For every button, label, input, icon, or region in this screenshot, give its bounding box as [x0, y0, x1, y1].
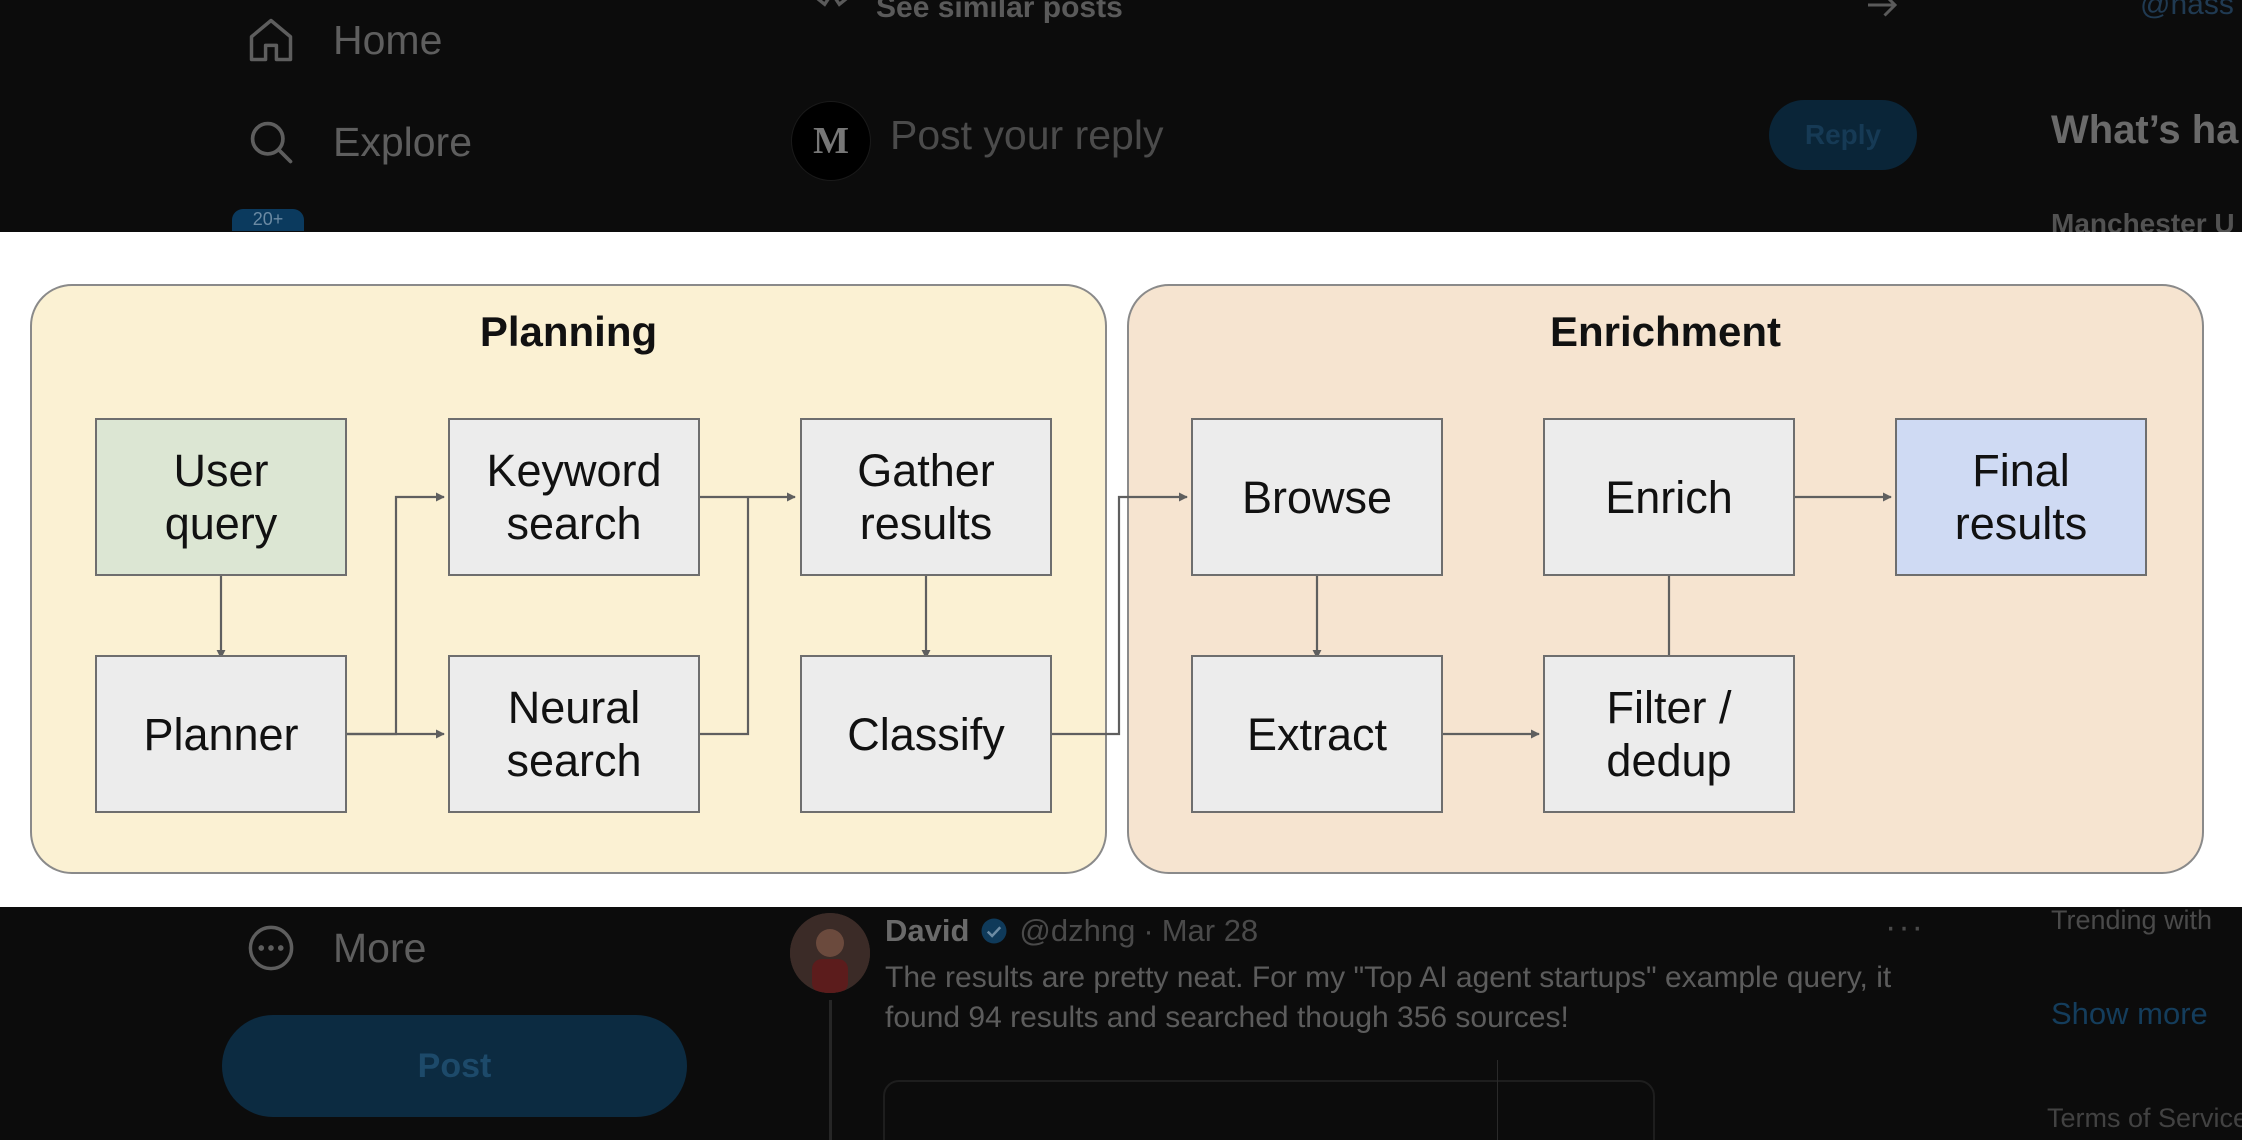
tweet-media-inner	[1497, 1060, 1653, 1140]
node-user-query: User query	[95, 418, 347, 576]
trending-with-label: Trending with	[2051, 905, 2213, 935]
edge-neural-gather	[700, 497, 750, 736]
sparkle-icon	[816, 0, 848, 7]
tweet-avatar[interactable]	[790, 913, 870, 993]
terms-of-service-link[interactable]: Terms of Service	[2047, 1103, 2242, 1133]
reply-input[interactable]: Post your reply	[890, 112, 1164, 158]
tweet-handle[interactable]: @dzhng	[1019, 913, 1136, 948]
see-similar-posts-label: See similar posts	[876, 0, 1123, 24]
edge-planner-keyword	[347, 492, 445, 736]
notification-badge: 20+	[232, 209, 304, 231]
node-browse: Browse	[1191, 418, 1443, 576]
node-keyword-search: Keyword search	[448, 418, 700, 576]
verified-badge-icon	[981, 918, 1007, 944]
diagram-connectors	[216, 460, 1892, 739]
reply-button[interactable]: Reply	[1769, 100, 1917, 170]
node-enrich: Enrich	[1543, 418, 1795, 576]
nav-label-more: More	[333, 924, 427, 971]
expanded-image[interactable]: Planning Enrichment	[0, 232, 2242, 907]
nav-label-home: Home	[333, 16, 443, 63]
tweet-author-name[interactable]: David	[885, 913, 970, 948]
enrichment-group-title: Enrichment	[1549, 308, 1782, 355]
whats-happening-heading: What’s ha	[2051, 108, 2239, 152]
edge-classify-browse	[1052, 492, 1188, 736]
nav-item-explore[interactable]: Explore	[245, 116, 472, 168]
pipeline-diagram: Planning Enrichment	[30, 284, 2210, 874]
tweet-header: David @dzhng · Mar 28	[885, 913, 1258, 949]
node-final-results: Final results	[1895, 418, 2147, 576]
arrow-right-icon[interactable]	[1865, 0, 1901, 20]
node-classify: Classify	[800, 655, 1052, 813]
node-filter-dedup: Filter / dedup	[1543, 655, 1795, 813]
person-avatar-image	[790, 913, 870, 993]
nav-item-more[interactable]: More	[245, 922, 426, 974]
planning-group-title: Planning	[479, 308, 658, 355]
thread-line	[829, 1000, 832, 1140]
tweet-separator: ·	[1143, 913, 1154, 948]
tweet-text: The results are pretty neat. For my "Top…	[885, 961, 1892, 1034]
tweet-more-icon[interactable]: ···	[1885, 908, 1925, 946]
post-button[interactable]: Post	[222, 1015, 687, 1117]
tweet-media[interactable]	[883, 1080, 1655, 1140]
show-more-link[interactable]: Show more	[2051, 996, 2208, 1031]
see-similar-posts-link[interactable]: See similar posts	[810, 0, 1123, 30]
node-gather-results: Gather results	[800, 418, 1052, 576]
node-extract: Extract	[1191, 655, 1443, 813]
node-planner: Planner	[95, 655, 347, 813]
search-icon	[250, 121, 293, 164]
tweet-date[interactable]: Mar 28	[1161, 913, 1259, 948]
top-handle[interactable]: @hass	[2140, 0, 2234, 21]
node-neural-search: Neural search	[448, 655, 700, 813]
more-circle-icon	[248, 925, 294, 971]
nav-label-explore: Explore	[333, 118, 473, 165]
avatar: M	[791, 101, 871, 181]
home-icon	[249, 18, 293, 62]
nav-item-home[interactable]: Home	[245, 14, 442, 66]
